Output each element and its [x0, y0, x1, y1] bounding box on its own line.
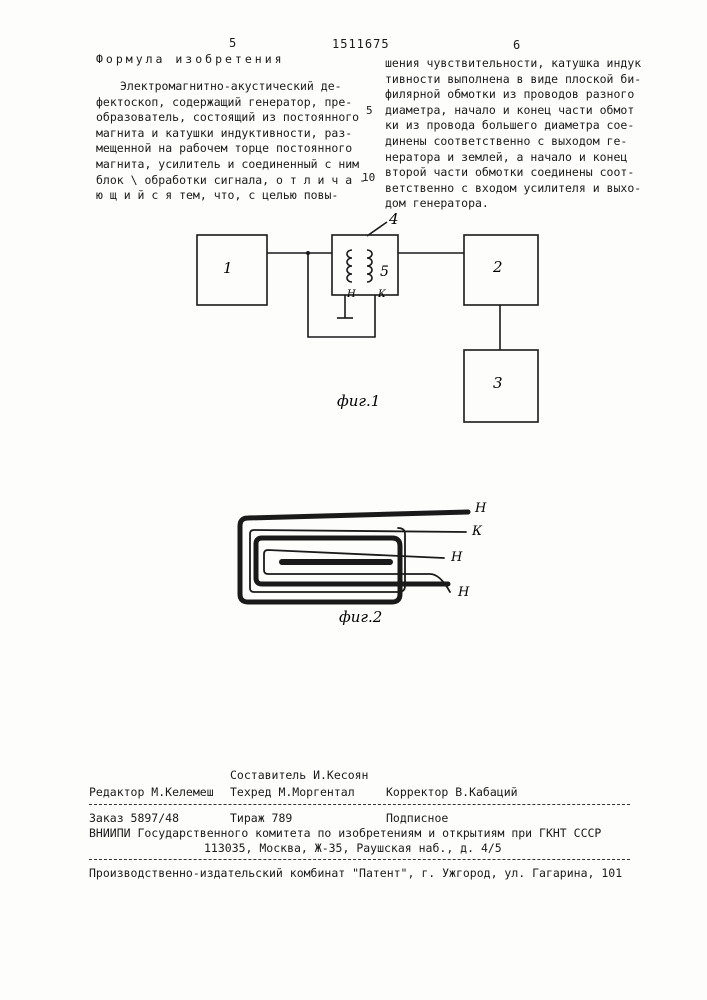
lead-label: Н	[457, 585, 470, 600]
claims-heading: Формула изобретения	[96, 52, 285, 67]
imprint-order: Заказ 5897/48	[89, 811, 179, 826]
page-number-right: 6	[513, 38, 520, 52]
imprint-organization: ВНИИПИ Государственного комитета по изоб…	[89, 826, 601, 841]
figure-1-block-diagram: 1 2 3 4 5 Н К фиг.1 Н К Н Н фиг.2	[0, 200, 707, 640]
divider	[89, 804, 630, 805]
lead-label: Н	[474, 501, 487, 516]
page-number-left: 5	[229, 36, 236, 50]
callout-label-4: 4	[388, 210, 399, 228]
imprint-corrector: Корректор В.Кабаций	[386, 785, 518, 800]
patent-number: 1511675	[332, 37, 390, 51]
claims-left-line: блок \ обработки сигнала, о т л и ч а -	[96, 173, 366, 189]
claims-left-line: магнита и катушки индуктивности, раз-	[96, 126, 366, 142]
claims-right-line: ки из провода большего диаметра сое-	[385, 118, 641, 134]
claims-left-line: Электромагнитно-акустический де-	[96, 79, 366, 95]
margin-line-number: 5	[366, 104, 373, 117]
claims-left-line: образователь, состоящий из постоянного	[96, 110, 366, 126]
claims-right-line: тивности выполнена в виде плоской би-	[385, 72, 641, 88]
figure-1-caption: фиг.1	[337, 392, 380, 410]
claims-left-line: магнита, усилитель и соединенный с ним	[96, 157, 366, 173]
junction-dot	[306, 251, 310, 255]
claims-right-line: второй части обмотки соединены соот-	[385, 165, 641, 181]
margin-line-number: 10	[362, 171, 375, 184]
block-label-1: 1	[223, 259, 233, 277]
claims-left-line: мещенной на рабочем торце постоянного	[96, 141, 366, 157]
imprint-techred: Техред М.Моргентал	[230, 785, 355, 800]
claims-right-line: диаметра, начало и конец части обмот	[385, 103, 641, 119]
imprint-editor: Редактор М.Келемеш	[89, 785, 214, 800]
lead-label: Н	[450, 550, 463, 565]
figure-2-caption: фиг.2	[339, 608, 382, 626]
claims-right-line: нератора и землей, а начало и конец	[385, 150, 641, 166]
lead-label: К	[471, 524, 483, 539]
coil-end-label-n: Н	[346, 289, 356, 300]
claims-left-column: Электромагнитно-акустический де- фектоск…	[96, 79, 366, 204]
block-label-2: 2	[492, 258, 503, 276]
claims-right-line: филярной обмотки из проводов разного	[385, 87, 641, 103]
imprint-compiler: Составитель И.Кесоян	[230, 768, 368, 783]
claims-left-line: фектоскоп, содержащий генератор, пре-	[96, 95, 366, 111]
coil-label-5: 5	[380, 264, 389, 280]
claims-right-line: шения чувствительности, катушка индук	[385, 56, 641, 72]
winding-right	[367, 250, 372, 282]
imprint-subscription: Подписное	[386, 811, 448, 826]
winding-left	[347, 250, 352, 282]
block-label-3: 3	[493, 374, 503, 392]
imprint-publisher: Производственно-издательский комбинат "П…	[89, 866, 622, 881]
callout-line-4	[367, 222, 387, 236]
imprint-circulation: Тираж 789	[230, 811, 292, 826]
divider	[89, 859, 630, 860]
imprint-address: 113035, Москва, Ж-35, Раушская наб., д. …	[204, 841, 502, 856]
figure-2-bifilar-coil	[240, 512, 468, 602]
claims-right-line: динены соответственно с выходом ге-	[385, 134, 641, 150]
coil-end-label-k: К	[377, 289, 386, 300]
claims-right-line: ветственно с входом усилителя и выхо-	[385, 181, 641, 197]
claims-right-column: шения чувствительности, катушка индук ти…	[385, 56, 641, 212]
